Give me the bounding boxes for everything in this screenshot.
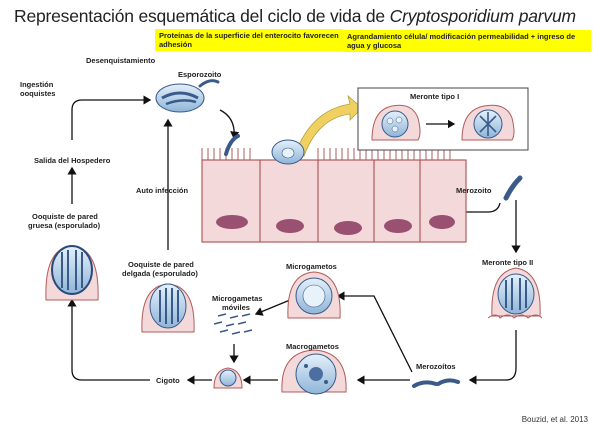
- meronte-2: [487, 267, 543, 319]
- label-ooquiste-delgada-line2: delgada (esporulado): [122, 269, 198, 278]
- macrogametos-cell: [281, 349, 347, 395]
- label-meronte-2: Meronte tipo II: [482, 258, 534, 267]
- curved-arrow-to-meronte: [295, 94, 363, 157]
- mobile-microgametes: [213, 313, 253, 335]
- label-auto-infeccion: Auto infección: [136, 186, 189, 195]
- arrow-microgametos-to-mobiles: [254, 299, 291, 316]
- diagram-title: Representación esquemática del ciclo de …: [14, 6, 576, 27]
- label-microgametos: Microgametos: [286, 262, 337, 271]
- arrow-cigoto-to-gruesa: [67, 298, 150, 381]
- ooquiste-gruesa-cell: [45, 245, 99, 301]
- arrow-meronte2-to-merozoitos: [468, 330, 517, 385]
- ooquiste-delgada-cell: [141, 283, 195, 333]
- title-species: Cryptosporidium parvum: [389, 6, 576, 26]
- label-meronte-1: Meronte tipo I: [410, 92, 460, 101]
- note-surface-proteins: Proteínas de la superficie del enterocit…: [155, 29, 343, 51]
- enterocyte-layer: [201, 134, 467, 243]
- title-prefix: Representación esquemática del ciclo de …: [14, 6, 390, 26]
- label-desenquistamiento: Desenquistamiento: [86, 56, 156, 65]
- label-merozoitos: Merozoítos: [416, 362, 456, 371]
- arrow-salida-to-ingestion: [71, 95, 152, 140]
- label-salida: Salida del Hospedero: [34, 156, 111, 165]
- meronte-1-box: [357, 87, 529, 151]
- note-cell-enlargement: Agrandamiento célula/ modificación perme…: [343, 30, 591, 52]
- esporozoito-oocyst: [155, 79, 220, 113]
- microgametos-cell: [287, 271, 341, 319]
- arrow-merozoitos-to-microgametos: [336, 291, 413, 373]
- label-macrogametos: Macrogametos: [286, 342, 339, 351]
- label-ooquiste-gruesa-line1: Ooquiste de pared: [32, 212, 98, 221]
- label-microgametas-line1: Microgametas: [212, 294, 263, 303]
- label-cigoto: Cigoto: [156, 376, 180, 385]
- label-ingestion-line2: ooquistes: [20, 89, 56, 98]
- cigoto-cell: [213, 367, 243, 389]
- label-microgametas-line2: móviles: [222, 303, 250, 312]
- merozoitos-shapes: [412, 378, 460, 388]
- label-esporozoito: Esporozoito: [178, 70, 222, 79]
- label-merozoito: Merozoito: [456, 186, 492, 195]
- label-ooquiste-delgada-line1: Ooquiste de pared: [128, 260, 194, 269]
- label-ingestion-line1: Ingestión: [20, 80, 54, 89]
- citation: Bouzid, et al. 2013: [521, 415, 588, 424]
- merozoito-shape: [503, 175, 523, 201]
- arrow-esporozoito-down: [219, 109, 240, 140]
- label-ooquiste-gruesa-line2: gruesa (esporulado): [28, 221, 101, 230]
